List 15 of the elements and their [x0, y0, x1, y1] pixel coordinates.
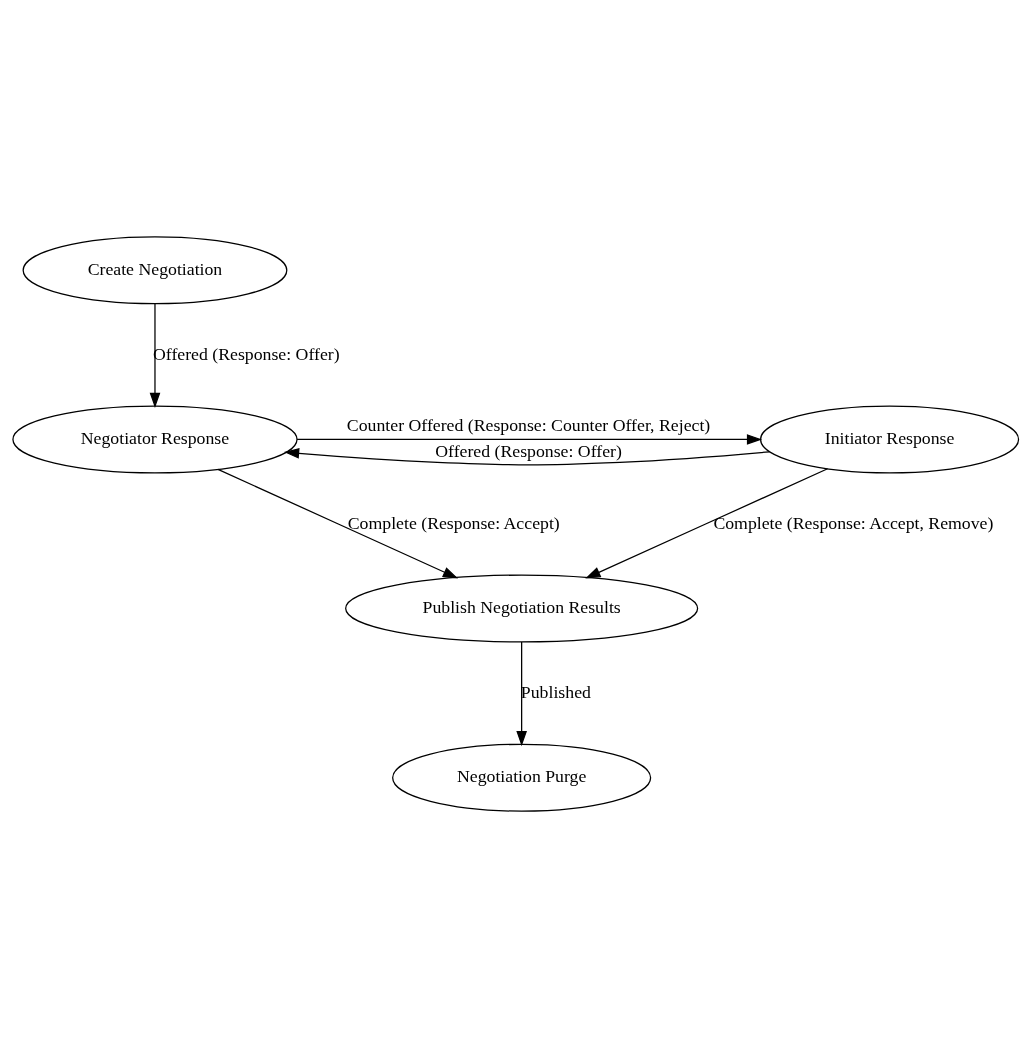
arrow: [516, 640, 527, 746]
arrow: [296, 433, 763, 445]
node-ellipse: Create Negotiation: [22, 235, 288, 304]
node-ellipse: Publish Negotiation Results: [345, 574, 699, 643]
edge-label: Published: [520, 681, 591, 702]
edge-label: Counter Offered (Response: Counter Offer, Reject): [346, 414, 711, 435]
arrow: [149, 302, 161, 408]
edge-label: Complete (Response: Accept, Remove): [713, 512, 994, 533]
edge-label: Complete (Response: Accept): [347, 512, 560, 533]
node-ellipse: Initiator Response: [759, 404, 1020, 473]
arrow: [217, 468, 459, 578]
arrow: [585, 467, 829, 578]
edge-label: Offered (Response: Offer): [435, 440, 622, 461]
node-ellipse: Negotiation Purge: [392, 743, 652, 812]
arrow: [283, 447, 771, 465]
